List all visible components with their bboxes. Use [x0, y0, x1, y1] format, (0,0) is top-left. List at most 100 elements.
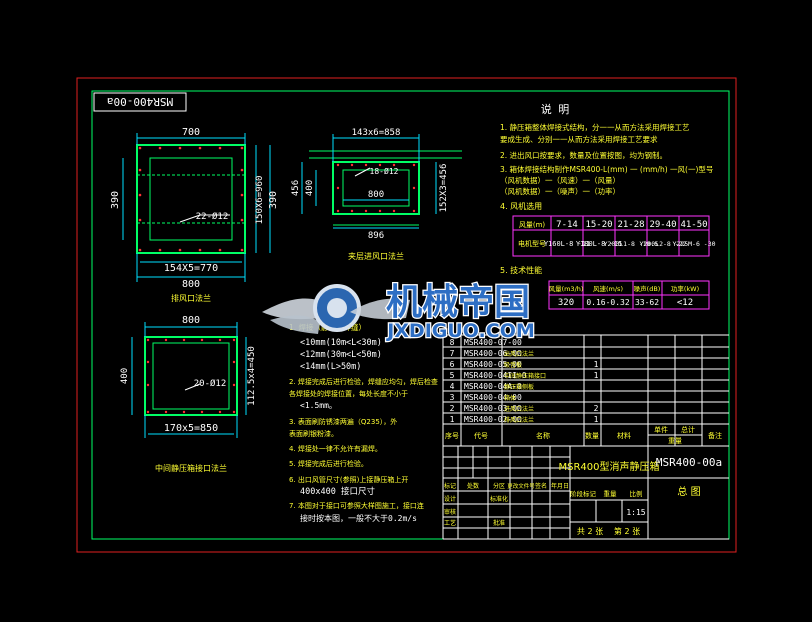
fan-cell: Y200L2-8 -22	[640, 240, 687, 248]
perf-table	[548, 280, 710, 310]
fan-cell: 电机型号	[518, 239, 546, 248]
lower-notes: 1. 焊接（静压箱焊缝） <10mm(10m<L<30m) <12mm(30m<…	[289, 322, 438, 523]
lower-note: 2. 焊接完成后进行检验，焊缝应均匀，焊后检查	[289, 377, 438, 386]
rev-label: 标记	[444, 482, 456, 490]
parts-header-cell: 名称	[536, 431, 550, 440]
part-qty: 1	[594, 360, 599, 369]
part-no: 2	[450, 404, 455, 413]
part-no: 8	[450, 338, 455, 347]
rev-label: 更改文件号	[507, 482, 535, 490]
lower-note: 7. 本图对于接口可参照大样图施工，接口连	[289, 501, 424, 510]
watermark-brand: 机械帝国	[386, 282, 530, 323]
part-code: MSR400-02-00	[464, 415, 522, 424]
part-no: 5	[450, 371, 455, 380]
notes-title: 说 明	[541, 102, 570, 116]
watermark-site: JXDIGUO.COM	[385, 320, 535, 342]
inlet-dim-bottom: 896	[368, 231, 384, 241]
sheet-number: 第 2 张	[614, 526, 640, 536]
drawing-code: MSR400-00a	[656, 456, 722, 469]
stage-label: 比例	[630, 489, 643, 498]
lower-note: 各焊接处的焊接位置，每处长度不小于	[289, 389, 408, 398]
part-code: MSR400-05-00	[464, 360, 522, 369]
revision-labels: 标记 处数 分区 更改文件号 签名 年月日 设计 审核 工艺 标准化 批准	[444, 482, 569, 527]
sign-label: 批准	[493, 519, 505, 527]
part-code: MSR400-03-00	[464, 404, 522, 413]
fan-header: 29-40	[649, 220, 676, 230]
lower-note: 接时按本图，一般不大于0.2m/s	[300, 513, 417, 523]
parts-header-cell: 单件	[654, 425, 668, 434]
parts-header-cell: 数量	[585, 431, 599, 440]
lower-note: 6. 出口风管尺寸(参照)上接静压箱上开	[289, 475, 408, 484]
outlet-caption: 排风口法兰	[171, 293, 211, 303]
watermark: 机械帝国 JXDIGUO.COM	[262, 281, 536, 343]
part-code: MSR400-04-00	[464, 393, 522, 402]
rev-label: 签名	[535, 482, 547, 490]
lower-note: <12mm(30m<L<50m)	[300, 350, 382, 360]
perf-header: 风速(m/s)	[593, 285, 623, 293]
fan-header: 15-20	[585, 220, 612, 230]
parts-rows: 8 MSR400-07-00 7 MSR400-06-00 出风口法兰 6 MS…	[450, 338, 599, 424]
middle-dim-left: 400	[120, 368, 130, 384]
perf-cell: 0.16-0.32	[586, 298, 630, 307]
parts-weight-label: 重量	[668, 437, 682, 445]
notes-item: 4. 风机选用	[500, 201, 542, 211]
middle-dim-right: 112.5x4=450	[247, 346, 257, 406]
lower-note: <1.5mm。	[300, 401, 337, 410]
notes-item: 3. 箱体焊接结构制作MSR400-L(mm) 一 (mm/h) 一风(一)型号	[500, 164, 713, 174]
notes-item: 2. 进出风口按要求，数量及位置按图，均为钢制。	[500, 150, 667, 160]
part-name: 中间静压箱接口	[504, 372, 546, 380]
part-qty: 2	[594, 404, 599, 413]
inlet-dim-top: 143x6=858	[352, 128, 401, 138]
inlet-hole-label: 18-Ø12	[370, 166, 399, 176]
middle-dim-top: 800	[182, 315, 200, 326]
inlet-flange-view	[301, 134, 462, 229]
stage-label: 重量	[604, 490, 618, 498]
part-no: 3	[450, 393, 455, 402]
outlet-dim-right-inner: 150X6=960	[255, 176, 265, 225]
part-code: MSR400-04II-0	[464, 371, 527, 380]
notes-item: （风机数据）一（风速）一（风量）	[500, 175, 620, 185]
part-no: 4	[450, 382, 455, 391]
middle-caption: 中间静压箱接口法兰	[155, 463, 227, 473]
outlet-dim-right: 390	[268, 191, 279, 209]
fan-header: 风量(m)	[519, 221, 546, 229]
notes-item5: 5. 技术性能	[500, 265, 542, 275]
parts-header-cell: 备注	[708, 431, 722, 440]
part-name: 箱体	[504, 394, 516, 402]
notes-item: 要成生成、分别一一从而方法采用焊接工艺要求	[500, 134, 658, 144]
perf-header: 风量(m3/h)	[549, 285, 584, 293]
fan-table	[512, 215, 710, 257]
outlet-dim-left: 390	[110, 191, 121, 209]
lower-note: 400x400 接口尺寸	[300, 486, 375, 497]
fan-cell: Y180L-8 -15	[576, 240, 622, 248]
sign-label: 标准化	[490, 495, 508, 503]
product-name: MSR400型消声静压箱	[558, 460, 659, 473]
part-name: 吸音板	[504, 361, 522, 369]
part-code: MSR400-07-00	[464, 338, 522, 347]
perf-header: 功率(kW)	[671, 284, 699, 293]
inlet-dim-inner: 800	[368, 190, 384, 200]
perf-cell: 33-62	[635, 298, 659, 307]
inlet-dim-left-outer: 456	[291, 180, 301, 196]
part-code: MSR400-04A-0	[464, 382, 522, 391]
part-name: 静压箱侧板	[504, 383, 534, 391]
perf-cell: 320	[558, 298, 574, 308]
lower-note: 5. 焊接完成后进行检验。	[289, 459, 368, 468]
middle-hole-label: 20-Ø12	[194, 378, 227, 389]
rev-label: 分区	[493, 482, 505, 490]
code-box	[93, 92, 187, 112]
part-name: 进风口法兰	[504, 405, 534, 413]
fan-cell: Y225M-6 -30	[672, 240, 715, 248]
rev-label: 处数	[467, 482, 479, 490]
lower-note: 4. 焊接处一律不允许有漏焊。	[289, 444, 382, 453]
fan-header: 41-50	[680, 220, 707, 230]
outer-frame	[76, 77, 737, 553]
parts-header-cell: 序号	[445, 431, 459, 440]
sign-label: 设计	[444, 495, 456, 503]
perf-header: 噪声(dB)	[634, 284, 661, 293]
lower-note: <14mm(L>50m)	[300, 362, 361, 372]
part-qty: 1	[594, 371, 599, 380]
stage-label: 阶段标记	[570, 489, 597, 498]
inner-frame	[91, 90, 730, 540]
parts-header-cell: 代号	[474, 431, 488, 440]
